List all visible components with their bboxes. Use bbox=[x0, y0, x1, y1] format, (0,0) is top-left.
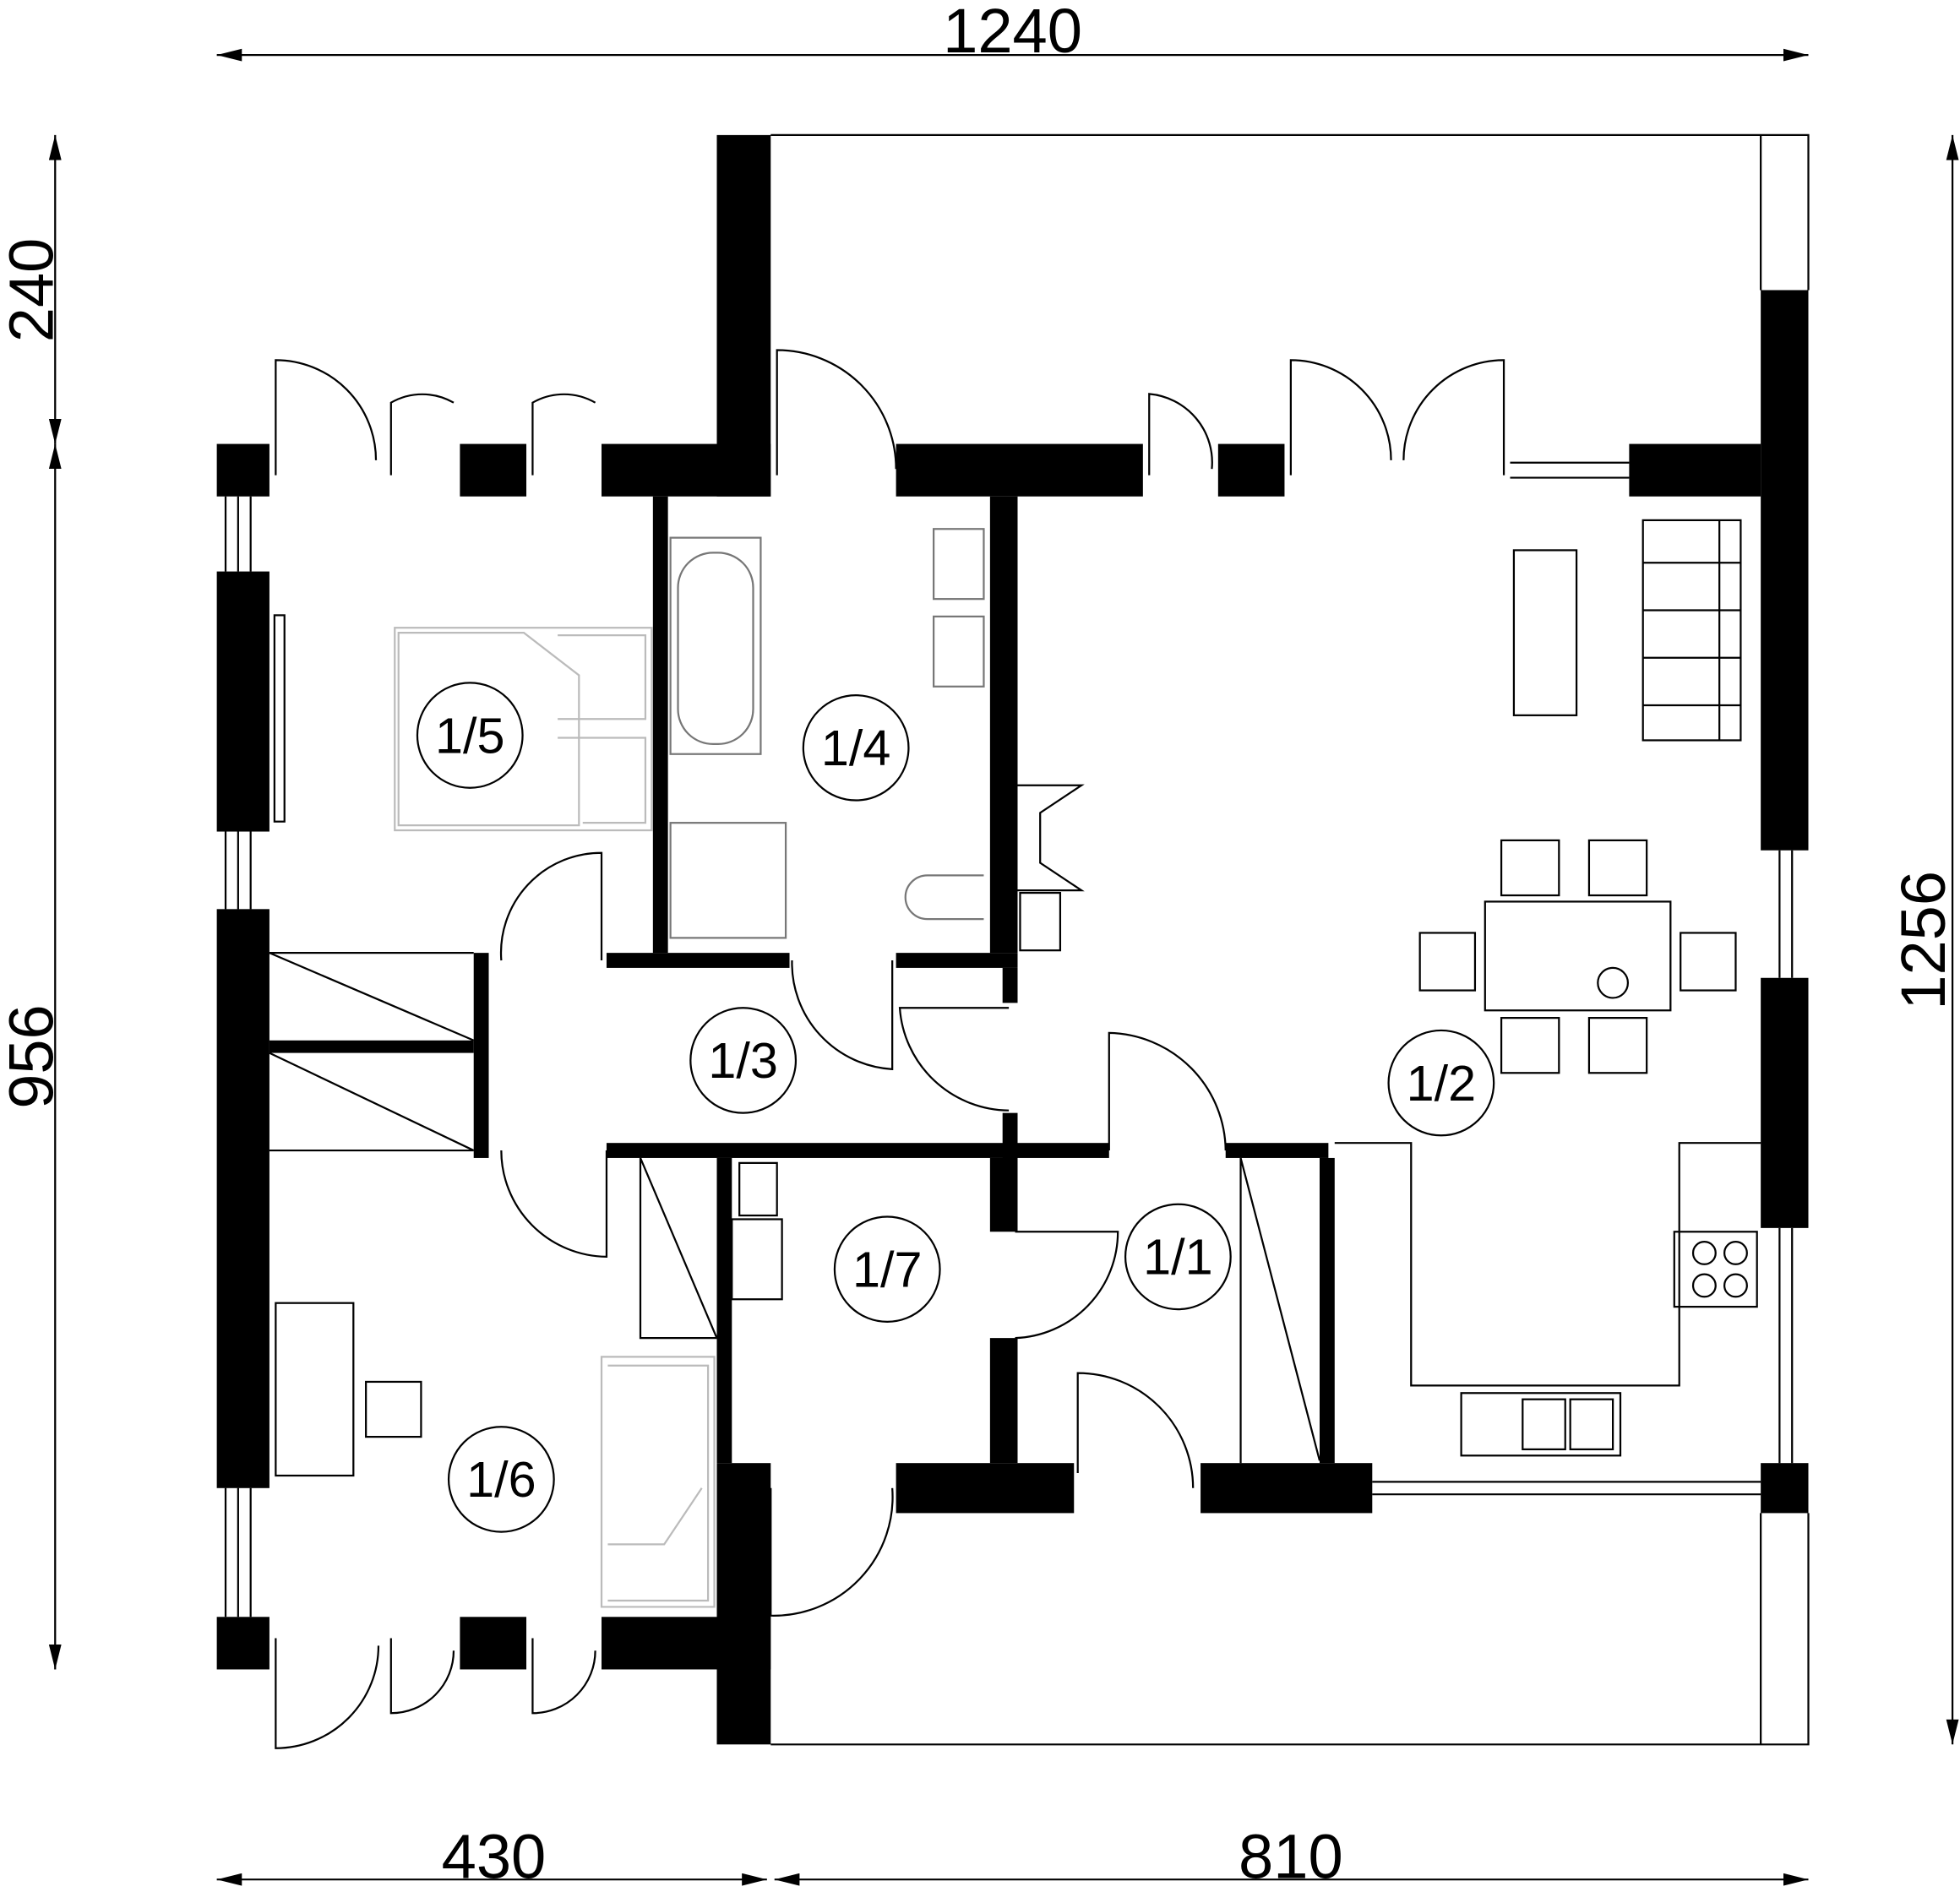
terrace-outline bbox=[770, 133, 1810, 1746]
room-1-3: 1/3 bbox=[689, 1007, 798, 1114]
dimension-left-lower-label: 956 bbox=[0, 1004, 66, 1108]
room-1-7: 1/7 bbox=[833, 1215, 941, 1324]
shower bbox=[669, 822, 787, 939]
dining-table bbox=[1484, 900, 1672, 1012]
tv-stand bbox=[1512, 549, 1578, 716]
furniture bbox=[273, 519, 1761, 1608]
desk bbox=[275, 1302, 355, 1477]
room-1-6: 1/6 bbox=[447, 1426, 555, 1533]
dimension-bottom-left-label: 430 bbox=[442, 1822, 547, 1892]
room-1-1: 1/1 bbox=[1124, 1203, 1232, 1311]
bathtub bbox=[669, 536, 762, 755]
fireplace bbox=[1017, 784, 1085, 892]
dimension-bottom-left: 430 bbox=[216, 1822, 767, 1892]
chimney bbox=[1019, 891, 1062, 952]
bed bbox=[394, 627, 653, 832]
room-label: 1/5 bbox=[435, 707, 504, 764]
stove bbox=[1673, 1231, 1758, 1308]
toilet bbox=[904, 874, 984, 921]
dimension-left-lower: 956 bbox=[0, 443, 66, 1670]
desk-chair bbox=[365, 1380, 422, 1438]
room-label: 1/2 bbox=[1407, 1055, 1476, 1112]
room-1-2: 1/2 bbox=[1387, 1029, 1495, 1137]
doors bbox=[275, 349, 1505, 1749]
room-label: 1/7 bbox=[852, 1241, 922, 1297]
room-label: 1/3 bbox=[708, 1032, 777, 1089]
room-label: 1/4 bbox=[821, 720, 890, 776]
sofa bbox=[1642, 519, 1742, 742]
dimension-left-upper-label: 240 bbox=[0, 238, 66, 342]
dimension-right-label: 1256 bbox=[1888, 871, 1958, 1010]
kitchen-counter bbox=[1334, 1142, 1761, 1387]
dimension-bottom-right-label: 810 bbox=[1239, 1822, 1343, 1892]
walls bbox=[216, 134, 1809, 1745]
room-1-5: 1/5 bbox=[416, 682, 524, 789]
dimension-left-upper: 240 bbox=[0, 134, 66, 444]
dimension-right: 1256 bbox=[1888, 134, 1959, 1745]
wardrobe bbox=[273, 614, 286, 823]
dining-chairs bbox=[1418, 839, 1737, 1074]
room-label: 1/1 bbox=[1143, 1229, 1212, 1286]
dimension-top: 1240 bbox=[216, 0, 1809, 66]
kitchen-sink bbox=[1460, 1392, 1622, 1457]
dimension-top-label: 1240 bbox=[943, 0, 1082, 66]
dimension-bottom-right: 810 bbox=[774, 1822, 1809, 1892]
sink bbox=[933, 615, 985, 688]
boiler bbox=[738, 1161, 778, 1217]
sink bbox=[933, 528, 985, 601]
windows bbox=[224, 461, 1794, 1617]
room-1-4: 1/4 bbox=[802, 694, 910, 802]
room-label: 1/6 bbox=[466, 1451, 536, 1508]
stairs bbox=[269, 952, 1321, 1464]
